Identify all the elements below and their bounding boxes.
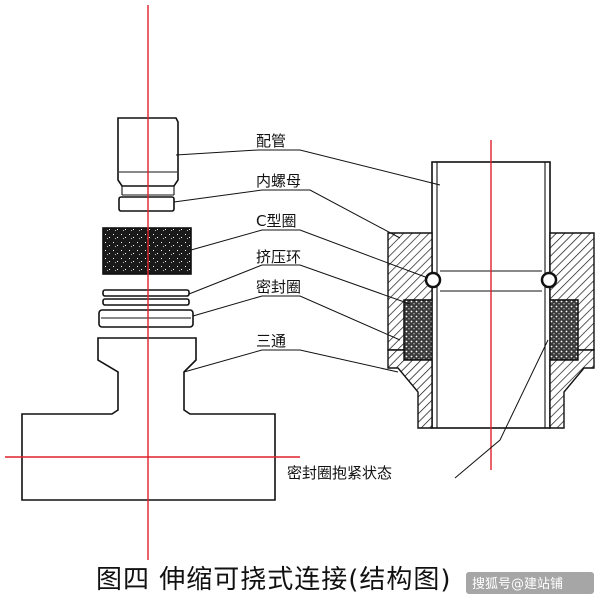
label-seal-ring: 密封圈 (256, 278, 301, 296)
label-press-ring: 挤压环 (256, 248, 301, 266)
section-tee-right (549, 349, 595, 429)
leader-lines (173, 149, 549, 479)
c-ring-part (102, 227, 192, 275)
section-view (387, 140, 595, 470)
press-ring-part (102, 289, 190, 297)
label-tee: 三通 (256, 332, 286, 350)
svg-text:搜狐号@建站铺: 搜狐号@建站铺 (472, 577, 563, 592)
label-sealed-state: 密封圈抱紧状态 (287, 464, 392, 482)
label-inner-nut: 内螺母 (256, 172, 301, 190)
figure-caption: 图四 伸缩可挠式连接(结构图) (96, 565, 452, 595)
label-pipe: 配管 (256, 132, 286, 150)
exploded-view (5, 5, 300, 560)
section-c-ring-left (424, 271, 442, 289)
section-seal-right (549, 299, 579, 361)
watermark: 搜狐号@建站铺 (466, 572, 594, 594)
label-c-ring: C型圈 (256, 212, 296, 230)
section-c-ring-right (540, 271, 558, 289)
inner-nut-part (118, 196, 175, 212)
section-seal-left (403, 299, 433, 361)
section-tee-left (387, 349, 433, 429)
